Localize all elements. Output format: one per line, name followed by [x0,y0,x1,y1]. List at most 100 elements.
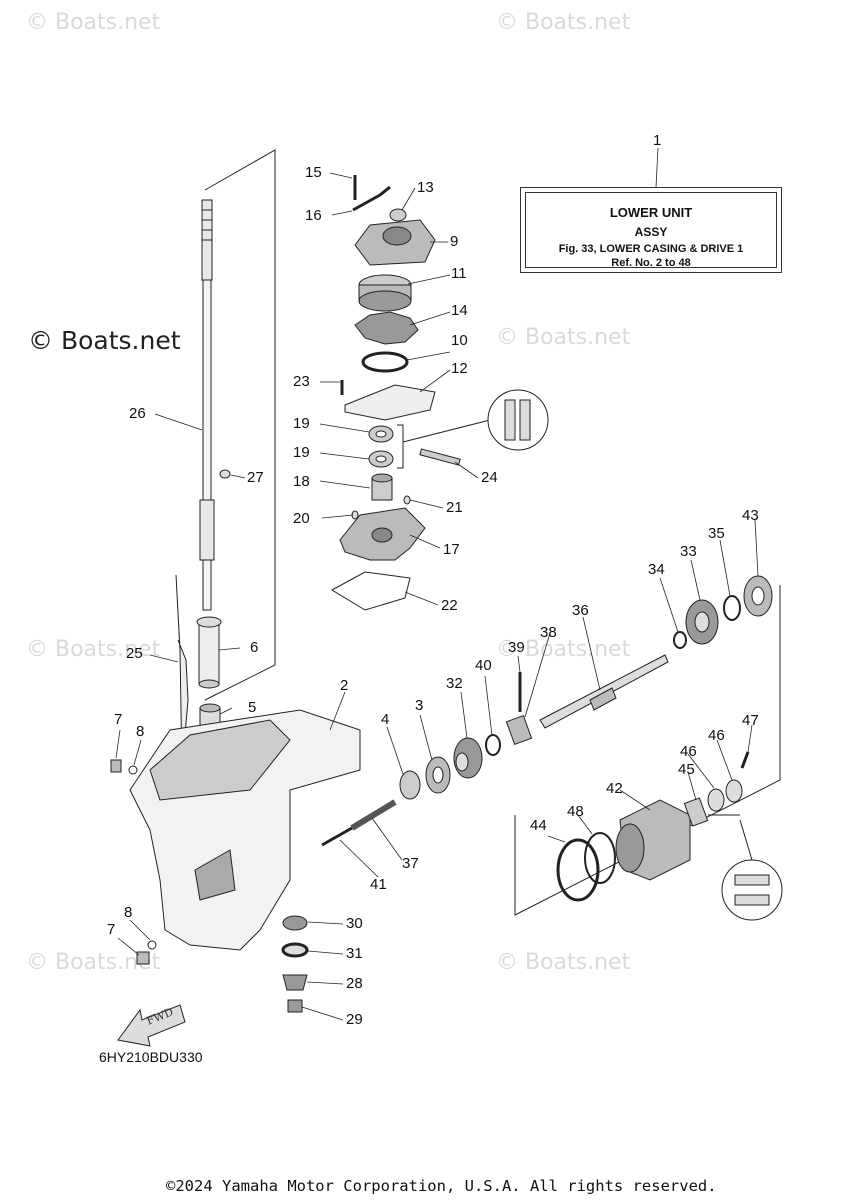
watermark: © Boats.net [496,950,631,975]
part-27-pin [219,469,231,479]
callout-11[interactable]: 11 [451,265,467,282]
callout-23[interactable]: 23 [293,373,310,390]
callout-19-b[interactable]: 19 [293,444,310,461]
callout-8-lower[interactable]: 8 [124,904,133,921]
callout-35[interactable]: 35 [708,525,725,542]
part-29-nut [287,999,303,1013]
part-3-bearing [425,756,451,794]
callout-12[interactable]: 12 [451,360,468,377]
callout-24[interactable]: 24 [481,469,498,486]
part-43-bearing [743,575,773,617]
part-10-o-ring [361,351,409,373]
assembly-reference-box: LOWER UNIT ASSY Fig. 33, LOWER CASING & … [520,187,782,273]
part-30-bearing [282,915,308,931]
part-41-rod [321,826,353,847]
callout-15[interactable]: 15 [305,164,322,181]
callout-29[interactable]: 29 [346,1011,363,1028]
part-18-bearing [371,473,393,501]
callout-28[interactable]: 28 [346,975,363,992]
watermark: © Boats.net [496,10,631,35]
part-6-sleeve [196,616,222,689]
callout-46-b[interactable]: 46 [708,727,725,744]
callout-7-lower[interactable]: 7 [107,921,116,938]
part-33-forward-gear [685,599,719,645]
callout-31[interactable]: 31 [346,945,363,962]
detail-seal-orientation [487,389,549,451]
part-9-pump-housing [354,219,436,266]
assembly-title: LOWER UNIT [609,205,693,220]
callout-13[interactable]: 13 [417,179,434,196]
callout-17[interactable]: 17 [443,541,460,558]
callout-48[interactable]: 48 [567,803,584,820]
part-46-oil-seal-b [725,779,743,803]
callout-16[interactable]: 16 [305,207,322,224]
assembly-box-inner: LOWER UNIT ASSY Fig. 33, LOWER CASING & … [525,192,777,269]
callout-32[interactable]: 32 [446,675,463,692]
callout-36[interactable]: 36 [572,602,589,619]
part-22-gasket [330,571,411,611]
part-48-o-ring [584,832,616,884]
part-42-bearing-housing [615,799,691,881]
callout-2[interactable]: 2 [340,677,349,694]
callout-3[interactable]: 3 [415,697,424,714]
callout-8-upper[interactable]: 8 [136,723,145,740]
part-28-pinion [282,974,308,991]
part-40-washer [485,734,501,756]
callout-6[interactable]: 6 [250,639,259,656]
callout-9[interactable]: 9 [450,233,459,250]
callout-21[interactable]: 21 [446,499,463,516]
part-36-propeller-shaft [539,654,669,729]
callout-5[interactable]: 5 [248,699,257,716]
callout-30[interactable]: 30 [346,915,363,932]
part-31-shim [281,942,309,958]
part-24-pin [419,448,461,466]
fwd-arrow [117,1004,186,1047]
callout-38[interactable]: 38 [540,624,557,641]
callout-25[interactable]: 25 [126,645,143,662]
watermark: © Boats.net [496,325,631,350]
diagram-code: 6HY210BDU330 [99,1049,203,1065]
callout-26[interactable]: 26 [129,405,146,422]
callout-7-upper[interactable]: 7 [114,711,123,728]
assembly-ref-range: Ref. No. 2 to 48 [611,257,691,269]
callout-37[interactable]: 37 [402,855,419,872]
callout-10[interactable]: 10 [451,332,468,349]
part-7-bolt-lower [136,951,150,965]
callout-41[interactable]: 41 [370,876,387,893]
part-4-oil-seal [399,770,421,800]
callout-40[interactable]: 40 [475,657,492,674]
part-2-lower-casing [129,709,361,951]
part-34-shim [673,631,687,649]
part-38-dog-clutch [505,715,533,745]
part-19-oil-seal-a [368,425,394,443]
callout-47[interactable]: 47 [742,712,759,729]
seal-bracket [397,424,404,469]
callout-1[interactable]: 1 [653,132,662,149]
watermark: © Boats.net [26,637,161,662]
callout-43[interactable]: 43 [742,507,759,524]
watermark: © Boats.net [26,10,161,35]
callout-14[interactable]: 14 [451,302,468,319]
copyright-notice: ©2024 Yamaha Motor Corporation, U.S.A. A… [166,1177,717,1195]
callout-39[interactable]: 39 [508,639,525,656]
callout-46-a[interactable]: 46 [680,743,697,760]
callout-4[interactable]: 4 [381,711,390,728]
callout-19-a[interactable]: 19 [293,415,310,432]
callout-18[interactable]: 18 [293,473,310,490]
callout-45[interactable]: 45 [678,761,695,778]
callout-20[interactable]: 20 [293,510,310,527]
drive-shaft-group-bracket [204,149,276,701]
callout-22[interactable]: 22 [441,597,458,614]
callout-27[interactable]: 27 [247,469,264,486]
part-7-bolt-upper [110,759,122,773]
part-26-drive-shaft [199,199,215,611]
callout-42[interactable]: 42 [606,780,623,797]
part-47-bolt [740,751,750,769]
part-45-needle-bearing [683,797,709,827]
part-8-washer-lower [147,940,157,950]
part-44-o-ring [556,838,600,902]
callout-34[interactable]: 34 [648,561,665,578]
callout-44[interactable]: 44 [530,817,547,834]
callout-33[interactable]: 33 [680,543,697,560]
